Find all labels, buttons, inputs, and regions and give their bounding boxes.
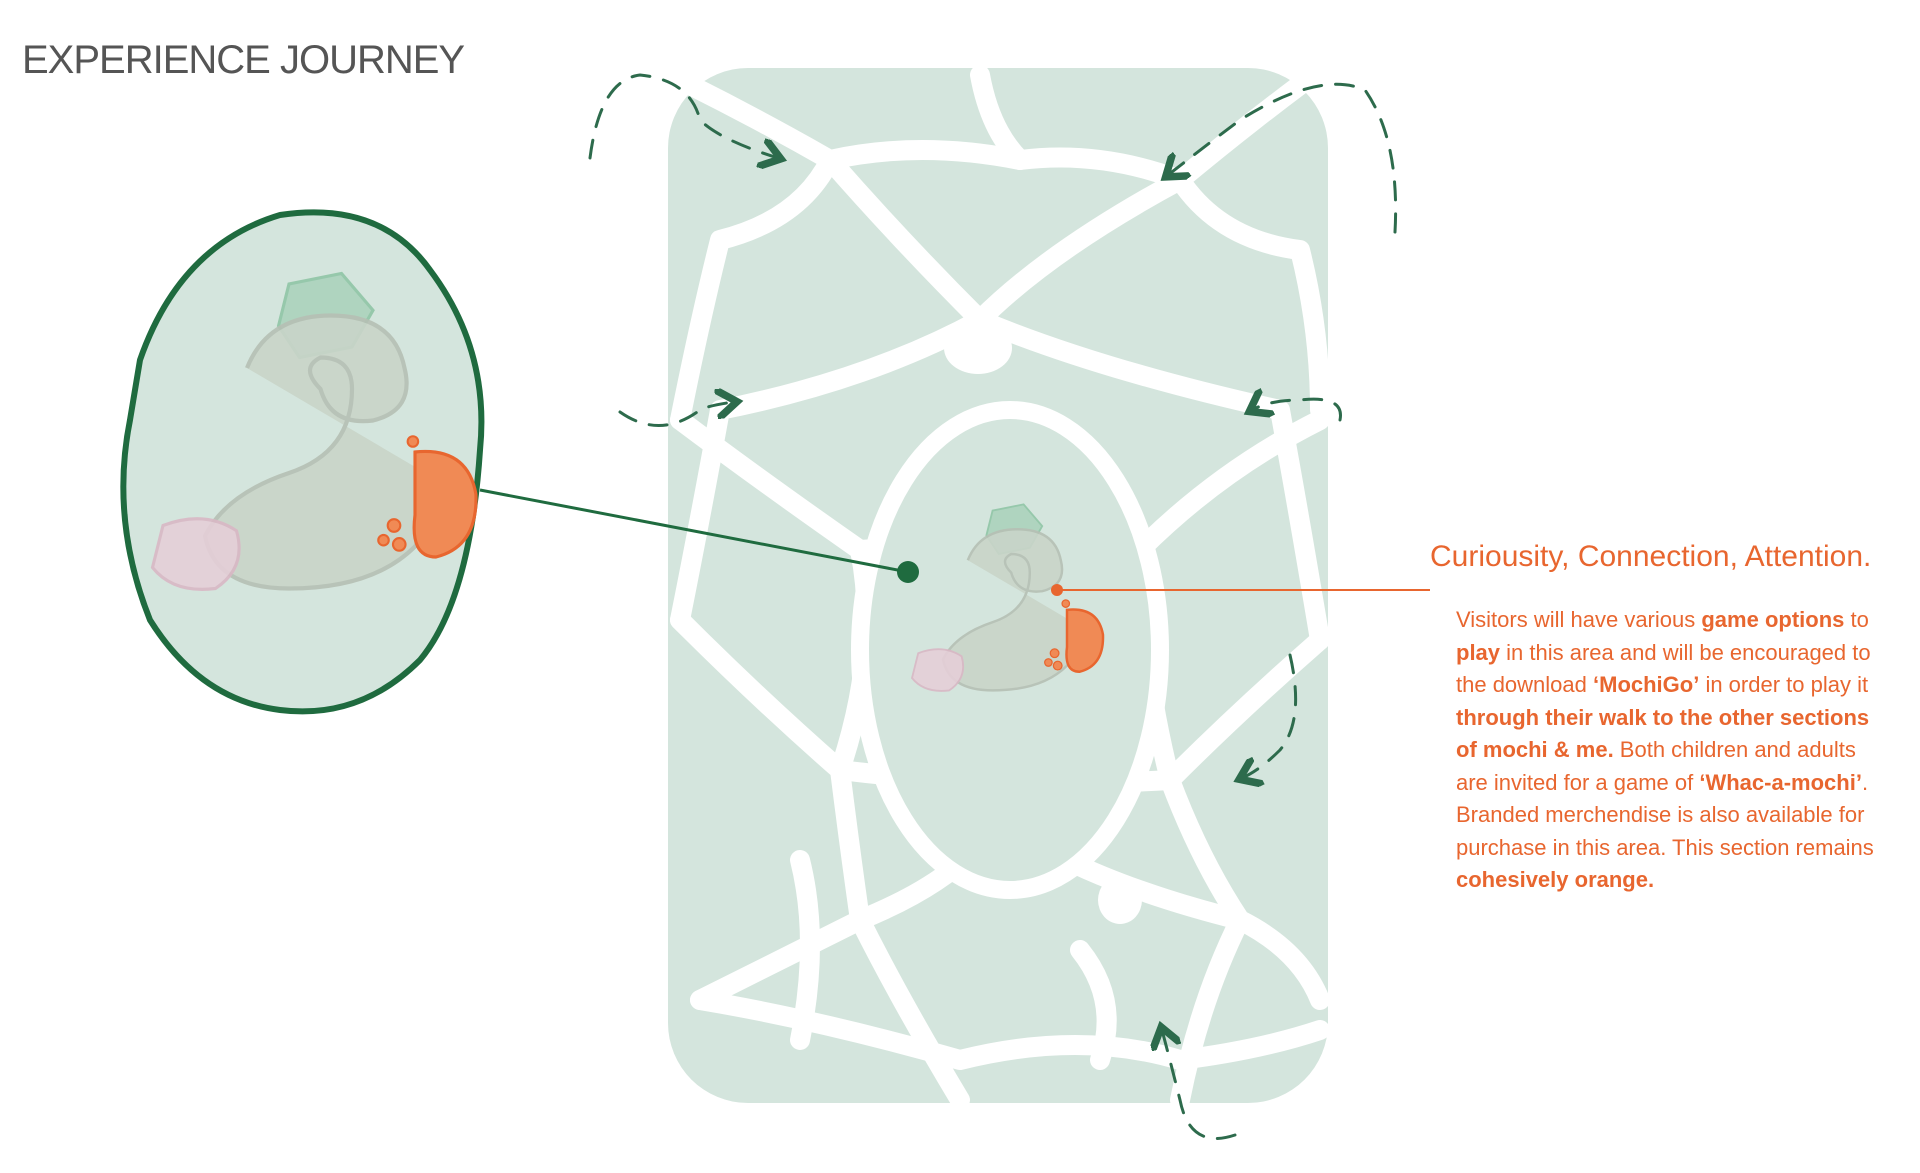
description-text: in order to play it [1699, 672, 1869, 697]
zoom-mochi-figure [150, 271, 478, 591]
description-emphasis: ‘Whac-a-mochi’ [1699, 769, 1862, 795]
description-emphasis: ‘MochiGo’ [1593, 672, 1700, 697]
visitor-flow-arrows [588, 73, 1398, 1140]
description-text: . Branded merchendise is also available … [1456, 769, 1874, 860]
callout-connector [1051, 584, 1430, 596]
description-text: in this area and will be encouraged to t… [1456, 639, 1871, 698]
description-text: Visitors will have various [1456, 607, 1702, 632]
callout-description: Visitors will have various game options … [1456, 604, 1876, 897]
callout-heading: Curiousity, Connection, Attention. [1430, 540, 1872, 573]
description-text: Both children and adults are invited for… [1456, 737, 1856, 795]
zoom-connector [479, 488, 919, 583]
description-emphasis: through their walk to the other sections… [1456, 704, 1870, 763]
site-map [668, 65, 1330, 1110]
page-title: EXPERIENCE JOURNEY [22, 38, 465, 82]
description-emphasis: play [1456, 639, 1501, 665]
description-emphasis: cohesively orange. [1456, 867, 1655, 892]
center-mochi-figure [910, 503, 1105, 692]
description-emphasis: game options [1701, 607, 1845, 632]
description-text: to [1844, 607, 1869, 632]
zoom-detail-circle [120, 209, 485, 715]
